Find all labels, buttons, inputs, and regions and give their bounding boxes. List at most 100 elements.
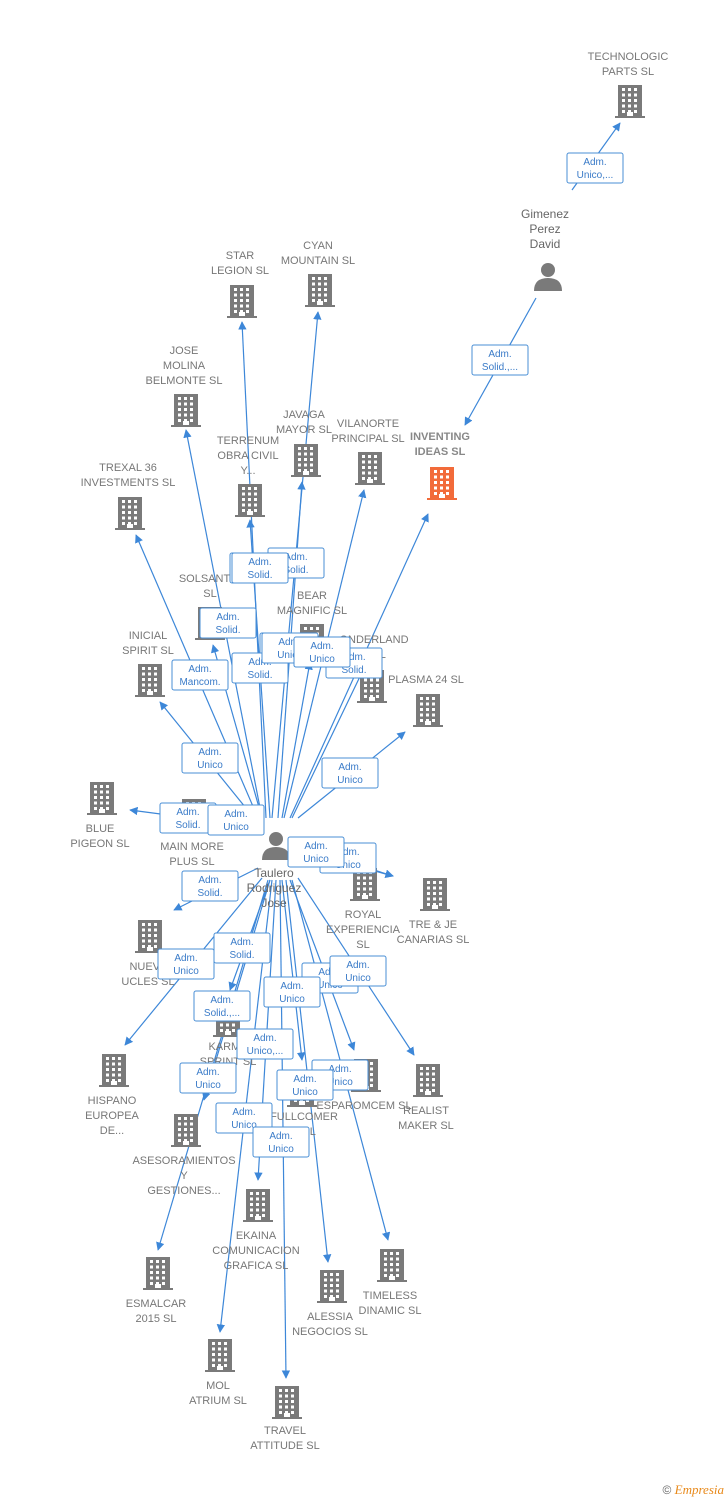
building-icon (413, 1064, 443, 1097)
role-badge-box[interactable] (471, 344, 529, 376)
company-node-treje[interactable]: TRE & JE CANARIAS SL (397, 878, 470, 946)
role-badge[interactable]: Adm.Solid. (231, 552, 289, 584)
role-badge[interactable]: Adm.Unico (181, 742, 239, 774)
building-icon (115, 497, 145, 530)
node-label-line: TRAVEL (264, 1425, 306, 1437)
role-badge[interactable]: Adm.Unico (263, 976, 321, 1008)
edge-taulero-wonderland (291, 663, 367, 819)
role-badge[interactable]: Adm.Unico (293, 636, 351, 668)
role-badge-box[interactable] (321, 757, 379, 789)
role-badge-box[interactable] (181, 870, 239, 902)
role-badge-box[interactable] (231, 552, 289, 584)
role-badge-box[interactable] (329, 955, 387, 987)
node-label-line: BEAR (297, 590, 327, 602)
company-node-plasma[interactable]: PLASMA 24 SL (388, 674, 464, 727)
role-badge[interactable]: Adm.Solid.,... (471, 344, 529, 376)
role-badge-box[interactable] (287, 836, 345, 868)
role-badge[interactable]: Adm.Unico (287, 836, 345, 868)
role-badge-box[interactable] (193, 990, 251, 1022)
badges-layer: Adm.Unico,...Adm.Solid.,...Adm.Solid.Adm… (157, 152, 624, 1158)
role-badge-text: Adm. (336, 847, 359, 858)
role-badge[interactable]: Adm.Mancom. (171, 659, 229, 691)
role-badge-box[interactable] (293, 636, 351, 668)
role-badge-box[interactable] (199, 607, 257, 639)
node-label-line: David (530, 237, 561, 251)
role-badge-box[interactable] (215, 1102, 273, 1134)
role-badge-box[interactable] (171, 659, 229, 691)
role-badge[interactable]: Adm.Solid. (199, 607, 257, 639)
role-badge[interactable]: Adm.Solid.,... (193, 990, 251, 1022)
company-node-hispano[interactable]: HISPANOEUROPEADE... (85, 1054, 140, 1137)
node-label-line: MAYOR SL (276, 424, 332, 436)
role-badge[interactable]: Adm.Unico (252, 1126, 310, 1158)
node-label-line: EXPERIENCIA (326, 924, 401, 936)
node-label-line: FULLCOMER (270, 1111, 338, 1123)
role-badge-box[interactable] (263, 976, 321, 1008)
role-badge-box[interactable] (566, 152, 624, 184)
role-badge-text: Adm. (210, 995, 233, 1006)
role-badge[interactable]: Adm.Unico (276, 1069, 334, 1101)
role-badge-box[interactable] (179, 1062, 237, 1094)
role-badge[interactable]: Adm.Unico,... (566, 152, 624, 184)
node-label-line: JOSE (170, 345, 199, 357)
node-label-line: ASESORAMIENTOS (132, 1155, 235, 1167)
building-icon (413, 694, 443, 727)
role-badge[interactable]: Adm.Unico (215, 1102, 273, 1134)
role-badge[interactable]: Adm.Unico (207, 804, 265, 836)
role-badge-text: Adm. (328, 1064, 351, 1075)
role-badge-text: Adm. (248, 657, 271, 668)
building-icon (235, 484, 265, 517)
role-badge[interactable]: Adm.Unico (157, 948, 215, 980)
role-badge-text: Solid. (341, 665, 366, 676)
role-badge-text: Unico (337, 775, 363, 786)
node-label-line: MOUNTAIN SL (281, 255, 355, 267)
role-badge-box[interactable] (181, 742, 239, 774)
role-badge[interactable]: Adm.Unico (179, 1062, 237, 1094)
role-badge-text: Solid. (247, 570, 272, 581)
role-badge-box[interactable] (213, 932, 271, 964)
role-badge[interactable]: Adm.Unico (329, 955, 387, 987)
role-badge-box[interactable] (157, 948, 215, 980)
role-badge-box[interactable] (207, 804, 265, 836)
node-label-line: PRINCIPAL SL (331, 433, 404, 445)
node-label-line: IDEAS SL (415, 446, 466, 458)
node-label-line: CANARIAS SL (397, 934, 470, 946)
role-badge-box[interactable] (236, 1028, 294, 1060)
role-badge-text: Unico,... (247, 1046, 284, 1057)
role-badge[interactable]: Adm.Solid. (181, 870, 239, 902)
role-badge-box[interactable] (252, 1126, 310, 1158)
node-label-line: BLUE (86, 823, 115, 835)
role-badge[interactable]: Adm.Solid. (213, 932, 271, 964)
company-node-asesoramientos[interactable]: ASESORAMIENTOSYGESTIONES... (132, 1114, 236, 1197)
role-badge-text: Unico (223, 822, 249, 833)
role-badge[interactable]: Adm.Unico,... (236, 1028, 294, 1060)
building-icon (171, 1114, 201, 1147)
brand-logo[interactable]: Empresia (674, 1482, 724, 1497)
role-badge-text: Solid. (247, 670, 272, 681)
role-badge-text: Adm. (346, 960, 369, 971)
role-badge-text: Adm. (583, 157, 606, 168)
role-badge[interactable]: Adm.Unico (321, 757, 379, 789)
node-label-line: TRE & JE (409, 919, 457, 931)
role-badge-box[interactable] (276, 1069, 334, 1101)
